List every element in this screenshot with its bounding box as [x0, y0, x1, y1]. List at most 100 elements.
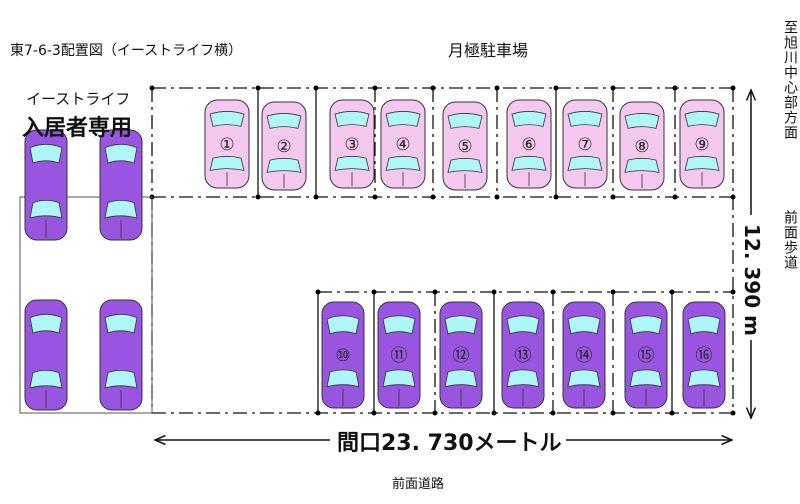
- corner-dot: [730, 194, 736, 200]
- rear-window: [326, 369, 360, 388]
- rear-window: [444, 369, 478, 388]
- corner-dot: [494, 85, 500, 91]
- monthly-car-13: ⑬: [501, 301, 545, 409]
- corner-dot: [672, 194, 678, 200]
- resident-car-1: [24, 129, 68, 241]
- page-title: 東7-6-3配置図（イーストライフ横）: [10, 43, 243, 59]
- space-number: ①: [219, 135, 234, 155]
- monthly-car-7: ⑦: [562, 99, 608, 189]
- space-number: ⑫: [453, 346, 470, 366]
- sidewalk-label: 前面歩道: [782, 210, 798, 270]
- windshield: [629, 315, 663, 335]
- resident-subtitle: イーストライフ: [26, 90, 131, 108]
- corner-dot: [313, 85, 319, 91]
- space-number: ⑤: [457, 137, 472, 157]
- corner-dot: [672, 85, 678, 91]
- monthly-car-3: ③: [329, 99, 375, 189]
- corner-dot: [372, 194, 378, 200]
- windshield: [567, 111, 603, 127]
- monthly-car-9: ⑨: [679, 99, 725, 189]
- resident-car-2: [99, 129, 143, 241]
- windshield: [684, 111, 720, 127]
- rear-window: [624, 157, 660, 173]
- monthly-car-14: ⑭: [562, 301, 606, 409]
- frontage-dimension: 間口23. 730メートル: [333, 425, 566, 457]
- space-number: ⑦: [577, 135, 592, 155]
- windshield: [266, 113, 302, 129]
- rear-window: [447, 157, 483, 173]
- depth-dimension: 12. 390 m: [740, 224, 764, 336]
- lot-title: 月極駐車場: [448, 41, 529, 60]
- road-label: 前面道路: [392, 477, 445, 492]
- space-number: ⑩: [335, 346, 350, 366]
- rear-window: [266, 157, 302, 173]
- rear-window: [209, 155, 245, 171]
- corner-dot: [430, 85, 436, 91]
- corner-dot: [730, 85, 736, 91]
- corner-dot: [553, 85, 559, 91]
- windshield: [104, 143, 138, 164]
- rear-window: [506, 369, 540, 388]
- monthly-car-11: ⑪: [377, 301, 421, 409]
- corner-dot: [553, 194, 559, 200]
- windshield: [29, 313, 63, 334]
- monthly-car-6: ⑥: [506, 99, 552, 189]
- windshield: [687, 315, 721, 335]
- windshield: [444, 315, 478, 335]
- rear-window: [687, 369, 721, 388]
- corner-dot: [669, 410, 675, 416]
- rear-window: [29, 370, 63, 389]
- space-number: ②: [276, 137, 291, 157]
- space-number: ⑬: [515, 346, 532, 366]
- windshield: [104, 313, 138, 334]
- corner-dot: [730, 410, 736, 416]
- rear-window: [104, 200, 138, 219]
- monthly-car-12: ⑫: [439, 301, 483, 409]
- space-number: ③: [344, 135, 359, 155]
- space-number: ⑪: [391, 346, 408, 366]
- windshield: [334, 111, 370, 127]
- resident-car-3: [24, 299, 68, 411]
- corner-dot: [730, 289, 736, 295]
- rear-window: [382, 369, 416, 388]
- monthly-car-15: ⑮: [624, 301, 668, 409]
- corner-dot: [432, 289, 438, 295]
- space-number: ⑨: [694, 135, 709, 155]
- corner-dot: [550, 410, 556, 416]
- corner-dot: [610, 289, 616, 295]
- corner-dot: [149, 85, 155, 91]
- windshield: [567, 315, 601, 335]
- windshield: [385, 111, 421, 127]
- rear-window: [29, 200, 63, 219]
- monthly-car-1: ①: [204, 99, 250, 189]
- windshield: [29, 143, 63, 164]
- resident-area-box: [19, 196, 153, 414]
- monthly-car-8: ⑧: [619, 101, 665, 191]
- rear-window: [511, 155, 547, 171]
- windshield: [506, 315, 540, 335]
- corner-dot: [494, 194, 500, 200]
- corner-dot: [491, 289, 497, 295]
- corner-dot: [430, 194, 436, 200]
- windshield: [447, 113, 483, 129]
- rear-window: [385, 155, 421, 171]
- rear-window: [567, 155, 603, 171]
- space-number: ⑥: [521, 135, 536, 155]
- corner-dot: [255, 85, 261, 91]
- corner-dot: [610, 194, 616, 200]
- corner-dot: [432, 410, 438, 416]
- space-number: ⑮: [638, 346, 655, 366]
- resident-only-label: 入居者専用: [22, 116, 133, 141]
- rear-window: [104, 370, 138, 389]
- windshield: [326, 315, 360, 335]
- space-number: ⑭: [576, 346, 593, 366]
- corner-dot: [610, 410, 616, 416]
- windshield: [624, 113, 660, 129]
- space-number: ⑯: [696, 346, 713, 366]
- windshield: [382, 315, 416, 335]
- monthly-car-2: ②: [261, 101, 307, 191]
- windshield: [511, 111, 547, 127]
- monthly-car-5: ⑤: [442, 101, 488, 191]
- monthly-car-10: ⑩: [321, 301, 365, 409]
